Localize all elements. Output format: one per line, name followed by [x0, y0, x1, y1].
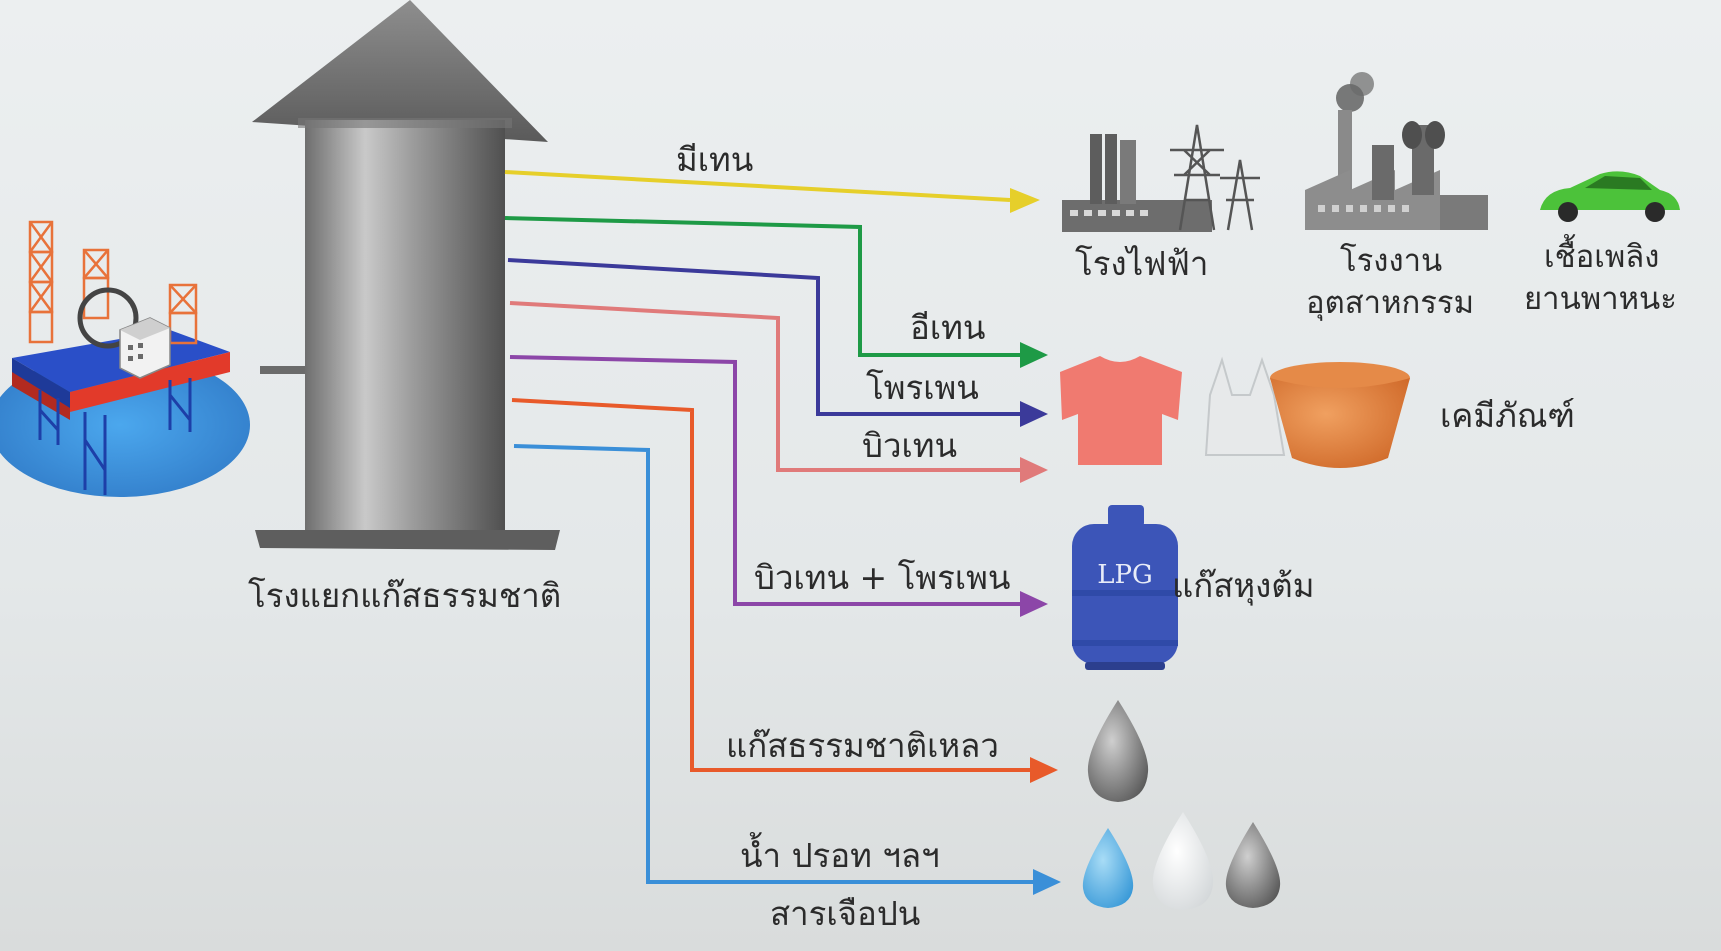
stream-label-impurity: น้ำ ปรอท ฯลฯ: [740, 836, 940, 875]
arrowhead-methane: [1010, 188, 1040, 213]
separation-tower-icon: [252, 0, 560, 550]
stream-label-butprop: บิวเทน + โพรเพน: [754, 558, 1011, 597]
water-drop-icon: [1082, 828, 1134, 908]
flow-butane: [509, 301, 1020, 472]
factory-icon: [1305, 72, 1488, 230]
offshore-platform-icon: [0, 220, 310, 497]
car-icon: [1540, 171, 1680, 222]
stream-label-ngl: แก๊สธรรมชาติเหลว: [726, 726, 999, 765]
lpg-tank-icon: [1072, 505, 1178, 670]
plastic-cup-icon: [1270, 362, 1410, 468]
product-chemicals: เคมีภัณฑ์: [1440, 396, 1575, 435]
arrowhead-butprop: [1020, 591, 1048, 617]
flow-lines: [504, 170, 1061, 895]
flow-propane: [507, 258, 1020, 416]
clear-drop-icon: [1152, 812, 1214, 910]
stream-label-methane: มีเทน: [676, 140, 754, 179]
flow-methane: [504, 170, 1011, 202]
lpg-tank-text: LPG: [1097, 560, 1153, 590]
power-plant-icon: [1062, 124, 1260, 232]
plant-label: โรงแยกแก๊สธรรมชาติ: [248, 576, 562, 615]
stream-label-butane: บิวเทน: [862, 426, 958, 465]
product-fuel-line1: เชื้อเพลิง: [1544, 239, 1660, 275]
plastic-bag-icon: [1204, 356, 1286, 456]
arrowhead-ngl: [1030, 757, 1058, 783]
mercury-drop-icon: [1225, 822, 1281, 908]
ngl-drop-icon: [1087, 700, 1149, 802]
arrowhead-propane: [1020, 401, 1048, 427]
impurity-caption: สารเจือปน: [770, 894, 921, 933]
product-lpg: แก๊สหุงต้ม: [1172, 566, 1315, 605]
arrowhead-butane: [1020, 457, 1048, 483]
stream-label-propane: โพรเพน: [866, 368, 979, 407]
flow-ngl: [511, 398, 1030, 772]
arrowhead-ethane: [1020, 342, 1048, 368]
flow-butprop: [509, 355, 1020, 606]
stream-label-ethane: อีเทน: [910, 308, 986, 347]
product-industry-line2: อุตสาหกรรม: [1306, 285, 1475, 321]
product-industry-line1: โรงงาน: [1340, 243, 1443, 279]
shirt-icon: [1060, 356, 1182, 465]
product-power-plant: โรงไฟฟ้า: [1075, 244, 1209, 283]
arrowhead-impurity: [1033, 869, 1061, 895]
flow-ethane: [504, 216, 1020, 357]
flow-impurity: [513, 444, 1033, 884]
product-fuel-line2: ยานพาหนะ: [1524, 281, 1677, 317]
